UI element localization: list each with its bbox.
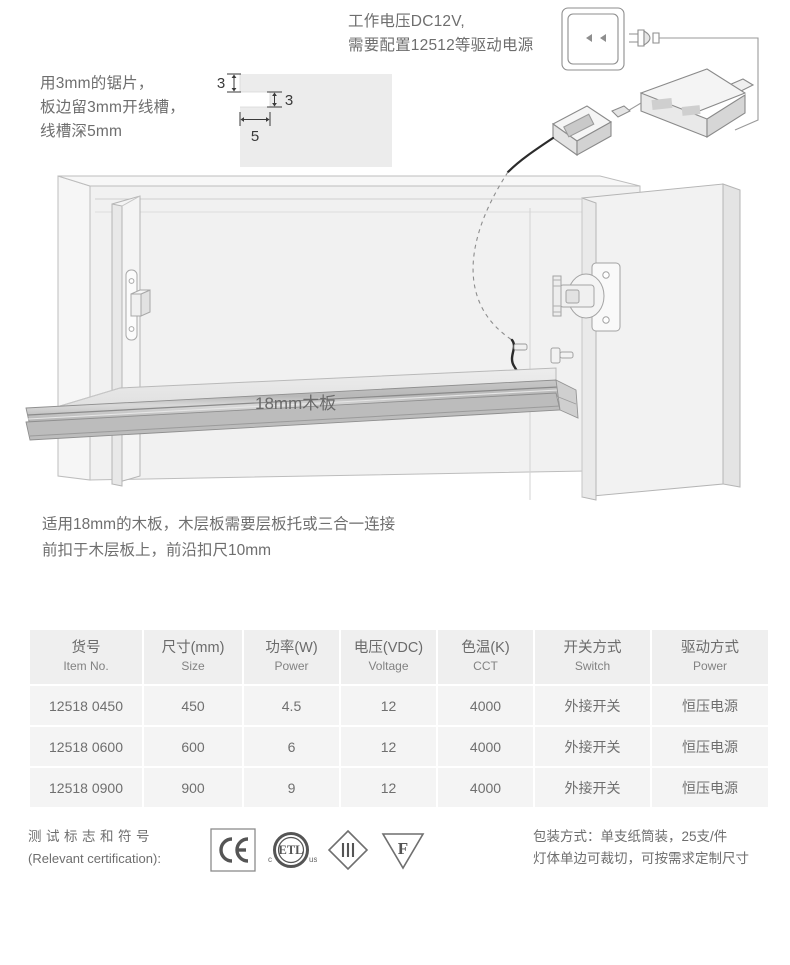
led-driver-adapter bbox=[639, 68, 755, 138]
cell-item-no: 12518 0600 bbox=[30, 727, 142, 766]
inline-connector bbox=[551, 105, 613, 157]
col-voltage-cn: 电压(VDC) bbox=[353, 640, 424, 656]
svg-text:F: F bbox=[398, 839, 408, 858]
cell-voltage: 12 bbox=[341, 727, 436, 766]
cell-power: 9 bbox=[244, 768, 339, 807]
barrel-connector bbox=[611, 105, 631, 118]
ce-mark-icon bbox=[210, 828, 256, 872]
mains-plug-icon bbox=[629, 29, 660, 47]
right-cabinet-hinge bbox=[552, 262, 621, 332]
col-switch: 开关方式 Switch bbox=[535, 630, 650, 684]
board-thickness-label: 18mm木板 bbox=[255, 394, 336, 413]
col-cct: 色温(K) CCT bbox=[438, 630, 533, 684]
svg-text:c: c bbox=[268, 855, 272, 864]
cell-item-no: 12518 0900 bbox=[30, 768, 142, 807]
certification-label: 测试标志和符号 (Relevant certification): bbox=[28, 826, 208, 870]
cell-switch: 外接开关 bbox=[535, 686, 650, 725]
col-power-cn: 功率(W) bbox=[265, 640, 318, 656]
wall-socket-icon bbox=[561, 7, 625, 71]
groove-dim-right-label: 3 bbox=[285, 92, 293, 109]
col-voltage: 电压(VDC) Voltage bbox=[341, 630, 436, 684]
etl-mark-icon: c ETL us bbox=[265, 828, 317, 872]
cell-size: 450 bbox=[144, 686, 242, 725]
packaging-note: 包装方式：单支纸筒装，25支/件 灯体单边可裁切，可按需求定制尺寸 bbox=[533, 829, 749, 866]
mains-cord bbox=[659, 37, 759, 131]
cable-routing-dashed-path bbox=[472, 171, 513, 341]
table-row: 12518 0600 600 6 12 4000 外接开关 恒压电源 bbox=[30, 727, 768, 766]
certification-label-cn: 测试标志和符号 bbox=[28, 829, 154, 844]
cell-switch: 外接开关 bbox=[535, 727, 650, 766]
col-driver-en: Power bbox=[692, 659, 727, 673]
cell-voltage: 12 bbox=[341, 686, 436, 725]
cabinet-carcass bbox=[57, 175, 641, 481]
col-switch-cn: 开关方式 bbox=[563, 640, 622, 656]
groove-board-shape bbox=[240, 74, 392, 167]
cell-driver: 恒压电源 bbox=[652, 768, 768, 807]
col-cct-en: CCT bbox=[473, 659, 498, 673]
f-mark-icon: F bbox=[379, 828, 427, 872]
certification-label-en: (Relevant certification): bbox=[28, 851, 161, 866]
saw-blade-note: 用3mm的锯片， 板边留3mm开线槽， 线槽深5mm bbox=[40, 75, 185, 140]
groove-dim-top-label: 3 bbox=[217, 75, 225, 92]
working-voltage-note: 工作电压DC12V, 需要配置12512等驱动电源 bbox=[348, 13, 534, 54]
led-aluminium-profile bbox=[25, 379, 579, 441]
cell-cct: 4000 bbox=[438, 727, 533, 766]
table-header-row: 货号 Item No. 尺寸(mm) Size 功率(W) Power 电压(V… bbox=[30, 630, 768, 684]
driver-output-cable bbox=[506, 136, 555, 174]
col-voltage-en: Voltage bbox=[368, 659, 409, 673]
col-size-en: Size bbox=[181, 659, 205, 673]
cabinet-shelf-illustration: 18mm木板 bbox=[25, 7, 759, 501]
col-cct-cn: 色温(K) bbox=[461, 640, 510, 656]
cell-driver: 恒压电源 bbox=[652, 727, 768, 766]
col-size: 尺寸(mm) Size bbox=[144, 630, 242, 684]
groove-dim-top bbox=[227, 73, 241, 93]
col-switch-en: Switch bbox=[574, 659, 611, 673]
col-driver-cn: 驱动方式 bbox=[681, 640, 739, 656]
col-power: 功率(W) Power bbox=[244, 630, 339, 684]
cell-size: 900 bbox=[144, 768, 242, 807]
col-size-cn: 尺寸(mm) bbox=[161, 640, 225, 656]
product-spec-table: 货号 Item No. 尺寸(mm) Size 功率(W) Power 电压(V… bbox=[28, 628, 770, 809]
certification-row: 测试标志和符号 (Relevant certification): c bbox=[28, 826, 768, 886]
svg-text:ETL: ETL bbox=[278, 843, 303, 857]
shelf-support-pin bbox=[550, 347, 574, 364]
groove-dimension-diagram: 3 3 5 bbox=[212, 62, 392, 167]
cell-switch: 外接开关 bbox=[535, 768, 650, 807]
cell-driver: 恒压电源 bbox=[652, 686, 768, 725]
cell-power: 6 bbox=[244, 727, 339, 766]
col-power-en: Power bbox=[274, 659, 309, 673]
groove-dim-right bbox=[267, 91, 282, 108]
table-row: 12518 0450 450 4.5 12 4000 外接开关 恒压电源 bbox=[30, 686, 768, 725]
col-item-no-cn: 货号 bbox=[71, 640, 101, 656]
right-door-panel bbox=[581, 183, 741, 501]
table-row: 12518 0900 900 9 12 4000 外接开关 恒压电源 bbox=[30, 768, 768, 807]
cell-cct: 4000 bbox=[438, 686, 533, 725]
col-driver: 驱动方式 Power bbox=[652, 630, 768, 684]
class-iii-mark-icon bbox=[326, 828, 370, 872]
cell-voltage: 12 bbox=[341, 768, 436, 807]
cell-size: 600 bbox=[144, 727, 242, 766]
cell-item-no: 12518 0450 bbox=[30, 686, 142, 725]
left-door-panel bbox=[111, 195, 141, 487]
svg-text:us: us bbox=[309, 855, 317, 864]
groove-dim-bottom bbox=[239, 112, 271, 126]
col-item-no-en: Item No. bbox=[63, 659, 109, 673]
col-item-no: 货号 Item No. bbox=[30, 630, 142, 684]
installation-applicability-note: 适用18mm的木板，木层板需要层板托或三合一连接 前扣于木层板上，前沿扣尺10m… bbox=[42, 516, 396, 559]
cell-cct: 4000 bbox=[438, 768, 533, 807]
left-cabinet-hinge bbox=[125, 269, 151, 341]
cell-power: 4.5 bbox=[244, 686, 339, 725]
groove-dim-bottom-label: 5 bbox=[251, 128, 259, 145]
certification-marks: c ETL us F bbox=[210, 826, 427, 874]
